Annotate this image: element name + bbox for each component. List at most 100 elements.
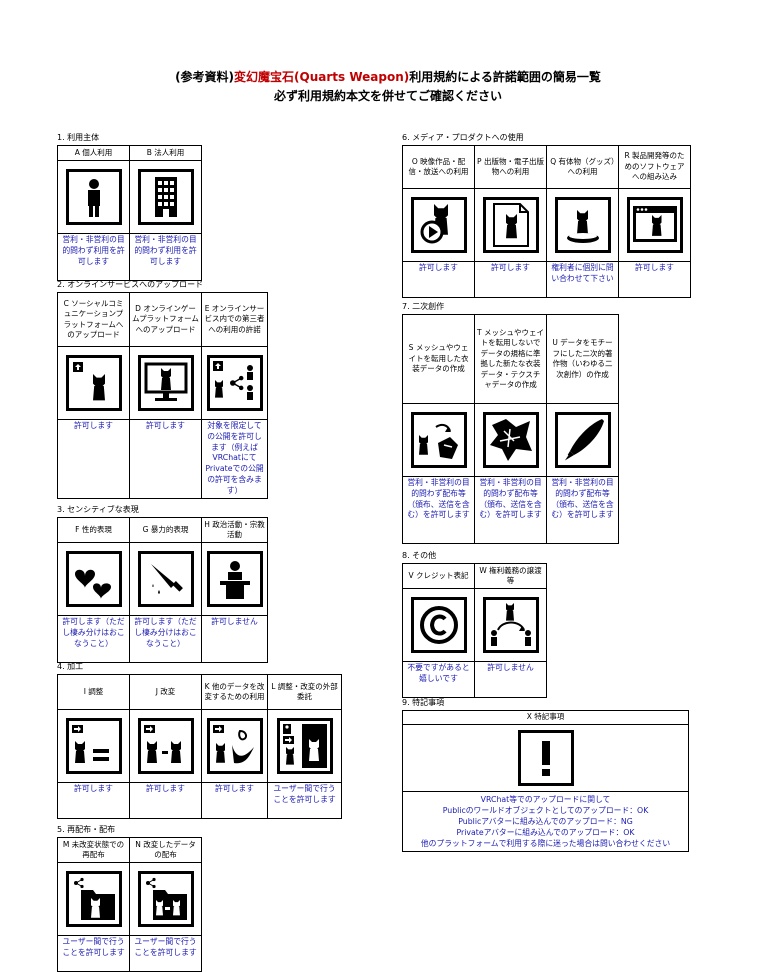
terms-table: S メッシュやウェイトを転用した衣装データの作成 T メッシュやウェイトを転用し… [402,314,619,544]
terms-table: O 映像作品・配信・放送への利用 P 出版物・電子出版物への利用 Q 有体物（グ… [402,145,691,298]
podium-speaker-icon [206,551,263,607]
head-costume-data: S メッシュやウェイトを転用した衣装データの作成 [402,314,475,404]
section-title: 7. 二次創作 [402,302,445,311]
section-usage-subject: 1. 利用主体 A 個人利用 B 法人利用 営利・非営利の目的問わず利用を許可し… [57,132,202,281]
head-software-embed: R 製品開発等のためのソフトウェアへの組み込み [618,145,691,189]
head-special-notes: X 特記事項 [402,710,689,725]
section-processing: 4. 加工 I 調整 J 改変 K 他のデータを改変するための利用 L 調整・改… [57,661,342,819]
head-new-costume-data: T メッシュやウェイトを転用しないでデータの規格に準拠した新たな衣装データ・テク… [474,314,547,404]
monitor-avatar-icon [137,355,194,411]
note-line: 他のプラットフォームで利用する際に迷った場合は問い合わせください [420,839,671,848]
result-personal-use: 営利・非営利の目的問わず利用を許可します [57,233,130,281]
share-modified-folder-icon [137,871,194,927]
share-folder-icon [65,871,122,927]
result-publication-use: 許可します [474,261,547,298]
head-political: H 政治活動・宗教活動 [201,517,268,543]
head-modified-distribution: N 改変したデータの配布 [129,837,202,863]
section-title: 8. その他 [402,551,437,560]
result-modify: 許可します [129,782,202,819]
section-title: 1. 利用主体 [57,133,100,142]
section-special-notes: 9. 特記事項 X 特記事項 VRChat等でのアップロードに関して Publi… [402,697,689,852]
head-sexual: F 性的表現 [57,517,130,543]
terms-table: I 調整 J 改変 K 他のデータを改変するための利用 L 調整・改変の外部委託 [57,674,342,819]
note-line: Publicアバターに組み込んでのアップロード：NG [458,817,633,826]
result-video-use: 許可します [402,261,475,298]
head-rights-transfer: W 権利義務の譲渡等 [474,563,547,589]
upload-avatar-icon [65,355,122,411]
result-third-party-license: 対象を限定しての公開を許可します（例えばVRChatにてPrivateでの公開の… [201,419,268,499]
outsource-icon [276,718,333,774]
head-modify: J 改変 [129,674,202,710]
bloody-knife-icon [137,551,194,607]
software-window-icon [626,197,683,253]
hearts-icon [65,551,122,607]
head-game-upload: D オンラインゲームプラットフォームへのアップロード [129,292,202,347]
result-unmodified-redistribution: ユーザー間で行うことを許可します [57,935,130,972]
head-unmodified-redistribution: M 未改変状態での再配布 [57,837,130,863]
clothes-texture-icon [482,412,539,468]
result-software-embed: 許可します [618,261,691,298]
terms-table: M 未改変状態での再配布 N 改変したデータの配布 ユーザー間で行うことを許可し… [57,837,202,972]
result-game-upload: 許可します [129,419,202,499]
section-title: 3. センシティブな表現 [57,505,139,514]
head-fan-works: U データをモチーフにした二次的著作物（いわゆる二次創作）の作成 [546,314,619,404]
head-adjust: I 調整 [57,674,130,710]
head-third-party-license: E オンラインサービス内での第三者への利用の許諾 [201,292,268,347]
result-violent: 許可します（ただし棲み分けはおこなうこと） [129,615,202,663]
avatar-clothes-icon [410,412,467,468]
section-title: 4. 加工 [57,662,84,671]
result-political: 許可しません [201,615,268,663]
head-corporate-use: B 法人利用 [129,145,202,161]
modify-icon [137,718,194,774]
terms-table: X 特記事項 VRChat等でのアップロードに関して Publicのワールドオブ… [402,710,689,852]
section-media-products: 6. メディア・プロダクトへの使用 O 映像作品・配信・放送への利用 P 出版物… [402,132,691,298]
head-social-upload: C ソーシャルコミュニケーションプラットフォームへのアップロード [57,292,130,347]
video-play-icon [410,197,467,253]
result-corporate-use: 営利・非営利の目的問わず利用を許可します [129,233,202,281]
head-goods-use: Q 有体物（グッズ）への利用 [546,145,619,189]
terms-table: V クレジット表記 W 権利義務の譲渡等 不要ですがあると嬉しいです 許可しませ… [402,563,547,698]
result-modified-distribution: ユーザー間で行うことを許可します [129,935,202,972]
result-new-costume-data: 営利・非営利の目的問わず配布等（頒布、送信を含む）を許可します [474,476,547,544]
result-credit: 不要ですがあると嬉しいです [402,661,475,698]
result-sexual: 許可します（ただし棲み分けはおこなうこと） [57,615,130,663]
section-title: 9. 特記事項 [402,698,445,707]
section-redistribution: 5. 再配布・配布 M 未改変状態での再配布 N 改変したデータの配布 ユーザー… [57,824,202,972]
terms-table: F 性的表現 G 暴力的表現 H 政治活動・宗教活動 許可します（ただし棲み分け… [57,517,268,663]
exclamation-icon [517,730,574,786]
terms-table: A 個人利用 B 法人利用 営利・非営利の目的問わず利用を許可します 営利・非営… [57,145,202,281]
transform-data-icon [206,718,263,774]
document-subtitle: 必ず利用規約本文を併せてご確認ください [273,89,502,103]
person-icon [65,169,122,225]
section-other: 8. その他 V クレジット表記 W 権利義務の譲渡等 不要ですがあると嬉しいで… [402,550,547,698]
result-goods-use: 権利者に個別に問い合わせて下さい [546,261,619,298]
result-fan-works: 営利・非営利の目的問わず配布等（頒布、送信を含む）を許可します [546,476,619,544]
head-video-use: O 映像作品・配信・放送への利用 [402,145,475,189]
head-modify-other-data: K 他のデータを改変するための利用 [201,674,268,710]
copyright-icon [410,597,467,653]
result-adjust: 許可します [57,782,130,819]
terms-table: C ソーシャルコミュニケーションプラットフォームへのアップロード D オンライン… [57,292,268,499]
head-publication-use: P 出版物・電子出版物への利用 [474,145,547,189]
adjust-icon [65,718,122,774]
document-title: (参考資料)変幻魔宝石(Quarts Weapon)利用規約による許諾範囲の簡易… [175,70,601,84]
result-outsourcing: ユーザー間で行うことを許可します [267,782,342,819]
result-modify-other-data: 許可します [201,782,268,819]
note-line: Publicのワールドオブジェクトとしてのアップロード：OK [442,806,649,815]
section-sensitive-expression: 3. センシティブな表現 F 性的表現 G 暴力的表現 H 政治活動・宗教活動 … [57,504,268,663]
transfer-icon [482,597,539,653]
head-outsourcing: L 調整・改変の外部委託 [267,674,342,710]
head-violent: G 暴力的表現 [129,517,202,543]
section-title: 6. メディア・プロダクトへの使用 [402,133,524,142]
share-users-icon [206,355,263,411]
result-social-upload: 許可します [57,419,130,499]
note-line: VRChat等でのアップロードに関して [480,795,611,804]
head-personal-use: A 個人利用 [57,145,130,161]
special-notes-list: VRChat等でのアップロードに関して Publicのワールドオブジェクトとして… [402,791,689,852]
result-rights-transfer: 許可しません [474,661,547,698]
note-line: Privateアバターに組み込んでのアップロード：OK [456,828,635,837]
figure-stand-icon [554,197,611,253]
section-title: 2. オンラインサービスへのアップロード [57,280,204,289]
pen-nib-icon [554,412,611,468]
head-credit: V クレジット表記 [402,563,475,589]
